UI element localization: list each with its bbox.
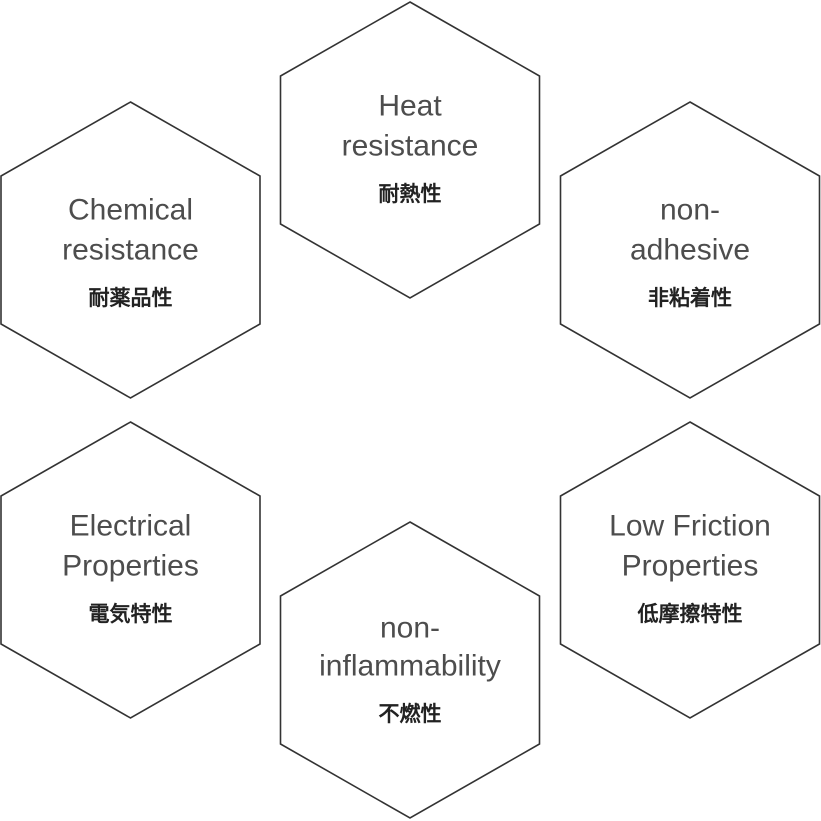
hexagon-outline (279, 521, 541, 819)
hexagon-outline (279, 1, 541, 299)
hexagon-low-friction-properties: Low Friction Properties 低摩擦特性 (559, 421, 821, 719)
hexagon-label-en-line: Low Friction (609, 510, 771, 543)
hexagon-label-ja: 非粘着性 (648, 286, 732, 310)
hexagon-label-en-line: resistance (62, 234, 199, 267)
hexagon-non-adhesive: non- adhesive 非粘着性 (559, 101, 821, 399)
hexagon-chemical-resistance: Chemical resistance 耐薬品性 (0, 101, 261, 399)
hexagon-label-ja: 耐熱性 (379, 182, 442, 206)
hexagon-electrical-properties: Electrical Properties 電気特性 (0, 421, 261, 719)
hexagon-label-ja: 耐薬品性 (89, 286, 173, 310)
hexagon-label-en-line: inflammability (319, 650, 501, 683)
hexagon-label-en-line: Chemical (68, 194, 193, 227)
hexagon-label-en-line: resistance (342, 130, 479, 163)
hexagon-label-en-line: Electrical (70, 510, 192, 543)
hexagon-label-en-line: Heat (378, 90, 442, 123)
hexagon-label-en-line: non- (380, 612, 440, 645)
hexagon-outline (0, 421, 261, 719)
hexagon-outline (559, 101, 821, 399)
hexagon-label-en-line: Properties (62, 550, 199, 583)
hexagon-label-en-line: Properties (622, 550, 759, 583)
hexagon-label-ja: 不燃性 (379, 702, 442, 726)
hexagon-label-en-line: adhesive (630, 234, 750, 267)
hexagon-label-ja: 低摩擦特性 (637, 602, 743, 626)
hexagon-heat-resistance: Heat resistance 耐熱性 (279, 1, 541, 299)
hexagon-outline (0, 101, 261, 399)
hexagon-label-en-line: non- (660, 194, 720, 227)
hexagon-outline (559, 421, 821, 719)
hexagon-non-inflammability: non- inflammability 不燃性 (279, 521, 541, 819)
hexagon-label-ja: 電気特性 (89, 602, 173, 626)
